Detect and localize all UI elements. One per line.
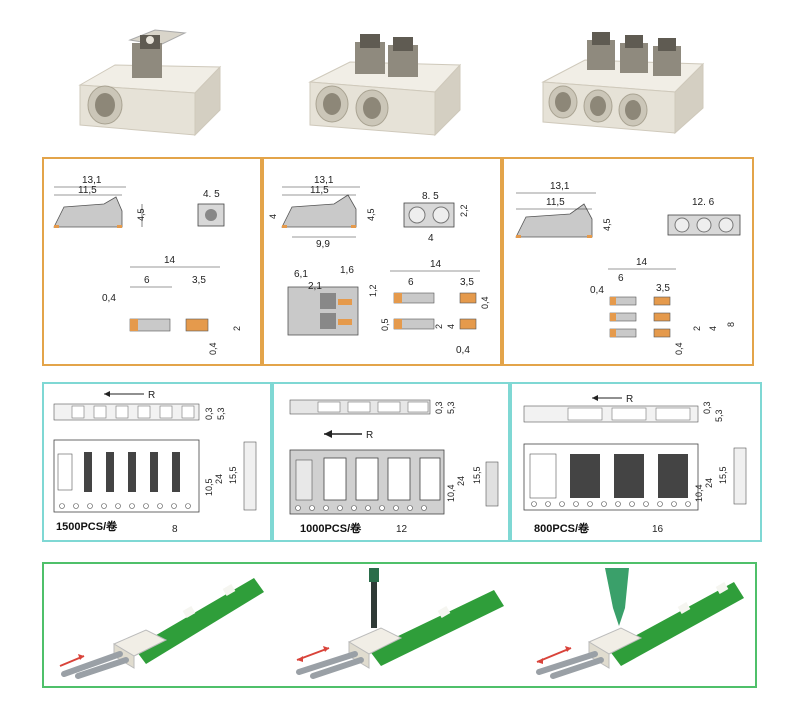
tape-depth: 5,3 <box>216 407 226 420</box>
dim-height: 4,5 <box>602 218 612 231</box>
reel-quantity: 800PCS/卷 <box>534 521 590 535</box>
dim-length: 11,5 <box>78 185 97 196</box>
dim-top-width: 8. 5 <box>422 191 439 202</box>
dim-base-length: 9,9 <box>316 239 330 250</box>
dim-pad-width: 3,5 <box>460 277 474 288</box>
dim-length: 11,5 <box>546 197 565 208</box>
assembly-step-release <box>536 568 744 679</box>
dim-top-pitch: 4 <box>428 233 434 244</box>
dim-pad-width: 3,5 <box>192 275 206 286</box>
assembly-step-press <box>296 568 504 679</box>
reel-width: 15,5 <box>472 466 482 484</box>
dim-pitch: 14 <box>164 255 176 266</box>
reel-width: 15,5 <box>228 466 238 484</box>
dim-width: 13,1 <box>82 175 102 186</box>
tape-depth: 5,3 <box>714 409 724 422</box>
dim-bottom: 0,4 <box>674 342 684 355</box>
dim-pad-spacing: 6 <box>144 275 150 286</box>
tape-pocket-offset: 10,4 <box>446 484 456 502</box>
dim-pad-width: 3,5 <box>656 283 670 294</box>
tape-depth: 5,3 <box>446 401 456 414</box>
dim-pad-height: 2 <box>232 326 242 331</box>
dim-side-height: 4 <box>268 214 278 219</box>
tape-panel-2pole: 0,3 5,3 R 10,4 24 15,5 1000PCS/卷 12 <box>272 382 510 542</box>
dimension-panel-3pole: 13,1 11,5 4,5 12. 6 14 6 3,5 0,4 2 4 8 0… <box>502 157 754 366</box>
tape-width: 24 <box>214 474 224 484</box>
dim-length: 11,5 <box>310 185 329 196</box>
dim-module-length: 6,1 <box>294 269 308 280</box>
dimension-panel-2pole: 13,1 11,5 4 4,5 9,9 8. 5 2,2 4 6,1 1,6 2… <box>262 157 502 366</box>
dim-offset: 0,4 <box>102 293 116 304</box>
reel-width: 15,5 <box>718 466 728 484</box>
dim-pad-height: 2 <box>434 324 444 329</box>
dim-width: 13,1 <box>314 175 334 186</box>
dim-top-depth: 2,2 <box>459 204 469 217</box>
tape-pocket-offset: 10,4 <box>694 484 704 502</box>
assembly-panel <box>42 562 757 688</box>
feed-direction-label: R <box>148 390 155 401</box>
dim-pad-spacing: 6 <box>408 277 414 288</box>
tape-panel-3pole: R 0,3 5,3 10,4 24 15,5 800PCS/卷 16 <box>510 382 762 542</box>
dim-pad-height: 2 <box>692 326 702 331</box>
tape-thickness: 0,3 <box>434 401 444 414</box>
tape-thickness: 0,3 <box>204 407 214 420</box>
dimension-panel-1pole: 13,1 11,5 4,5 4. 5 14 6 3,5 0,4 2 0,4 <box>42 157 262 366</box>
dim-module-c: 1,6 <box>340 265 354 276</box>
dim-module-f: 1,2 <box>368 284 378 297</box>
dim-offset: 0,4 <box>590 285 604 296</box>
reel-quantity: 1500PCS/卷 <box>56 519 118 533</box>
dim-top-width: 4. 5 <box>203 189 220 200</box>
assembly-step-insert <box>59 578 264 679</box>
connector-2pole-render <box>308 34 462 137</box>
tape-thickness: 0,3 <box>702 401 712 414</box>
connector-3pole-render <box>541 32 705 135</box>
reel-quantity: 1000PCS/卷 <box>300 521 362 535</box>
dim-row-pitch: 4 <box>446 324 456 329</box>
dim-row-pitch: 4 <box>708 326 718 331</box>
tape-width: 24 <box>704 478 714 488</box>
dim-pad-offset: 0,5 <box>380 318 390 331</box>
dim-height: 4,5 <box>366 208 376 221</box>
dim-module-e: 2,1 <box>308 281 322 292</box>
dim-top-width: 12. 6 <box>692 197 715 208</box>
dim-bottom: 0,4 <box>456 345 470 356</box>
dim-pitch: 14 <box>636 257 648 268</box>
dim-pitch: 14 <box>430 259 442 270</box>
feed-direction-label: R <box>626 394 633 405</box>
dim-pad-gap: 0,4 <box>480 296 490 309</box>
feed-direction-label: R <box>366 430 373 441</box>
dim-bottom: 0,4 <box>208 342 218 355</box>
tape-width: 24 <box>456 476 466 486</box>
dim-width: 13,1 <box>550 181 570 192</box>
tape-panel-1pole: R 0,3 5,3 10,5 24 15,5 1500PCS/卷 8 <box>42 382 272 542</box>
dim-total-height: 8 <box>726 322 736 327</box>
tape-pitch: 12 <box>396 524 408 535</box>
tape-pitch: 8 <box>172 524 178 535</box>
dim-pad-spacing: 6 <box>618 273 624 284</box>
tape-pitch: 16 <box>652 524 664 535</box>
tape-pocket-offset: 10,5 <box>204 478 214 496</box>
connector-1pole-render <box>78 29 222 137</box>
dim-height: 4,5 <box>136 208 146 221</box>
